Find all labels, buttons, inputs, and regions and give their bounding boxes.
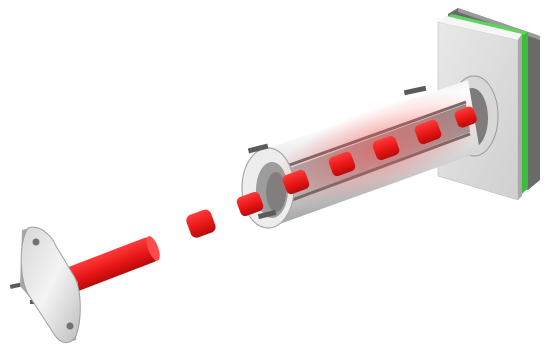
front-flange — [10, 227, 80, 342]
back-plate-front-side — [518, 34, 522, 200]
output-pulse-2 — [185, 208, 218, 239]
flange-bolt-hole-top — [33, 239, 40, 246]
flange-bolt-hole-bottom — [67, 323, 74, 330]
rear-rod-top — [404, 86, 427, 95]
